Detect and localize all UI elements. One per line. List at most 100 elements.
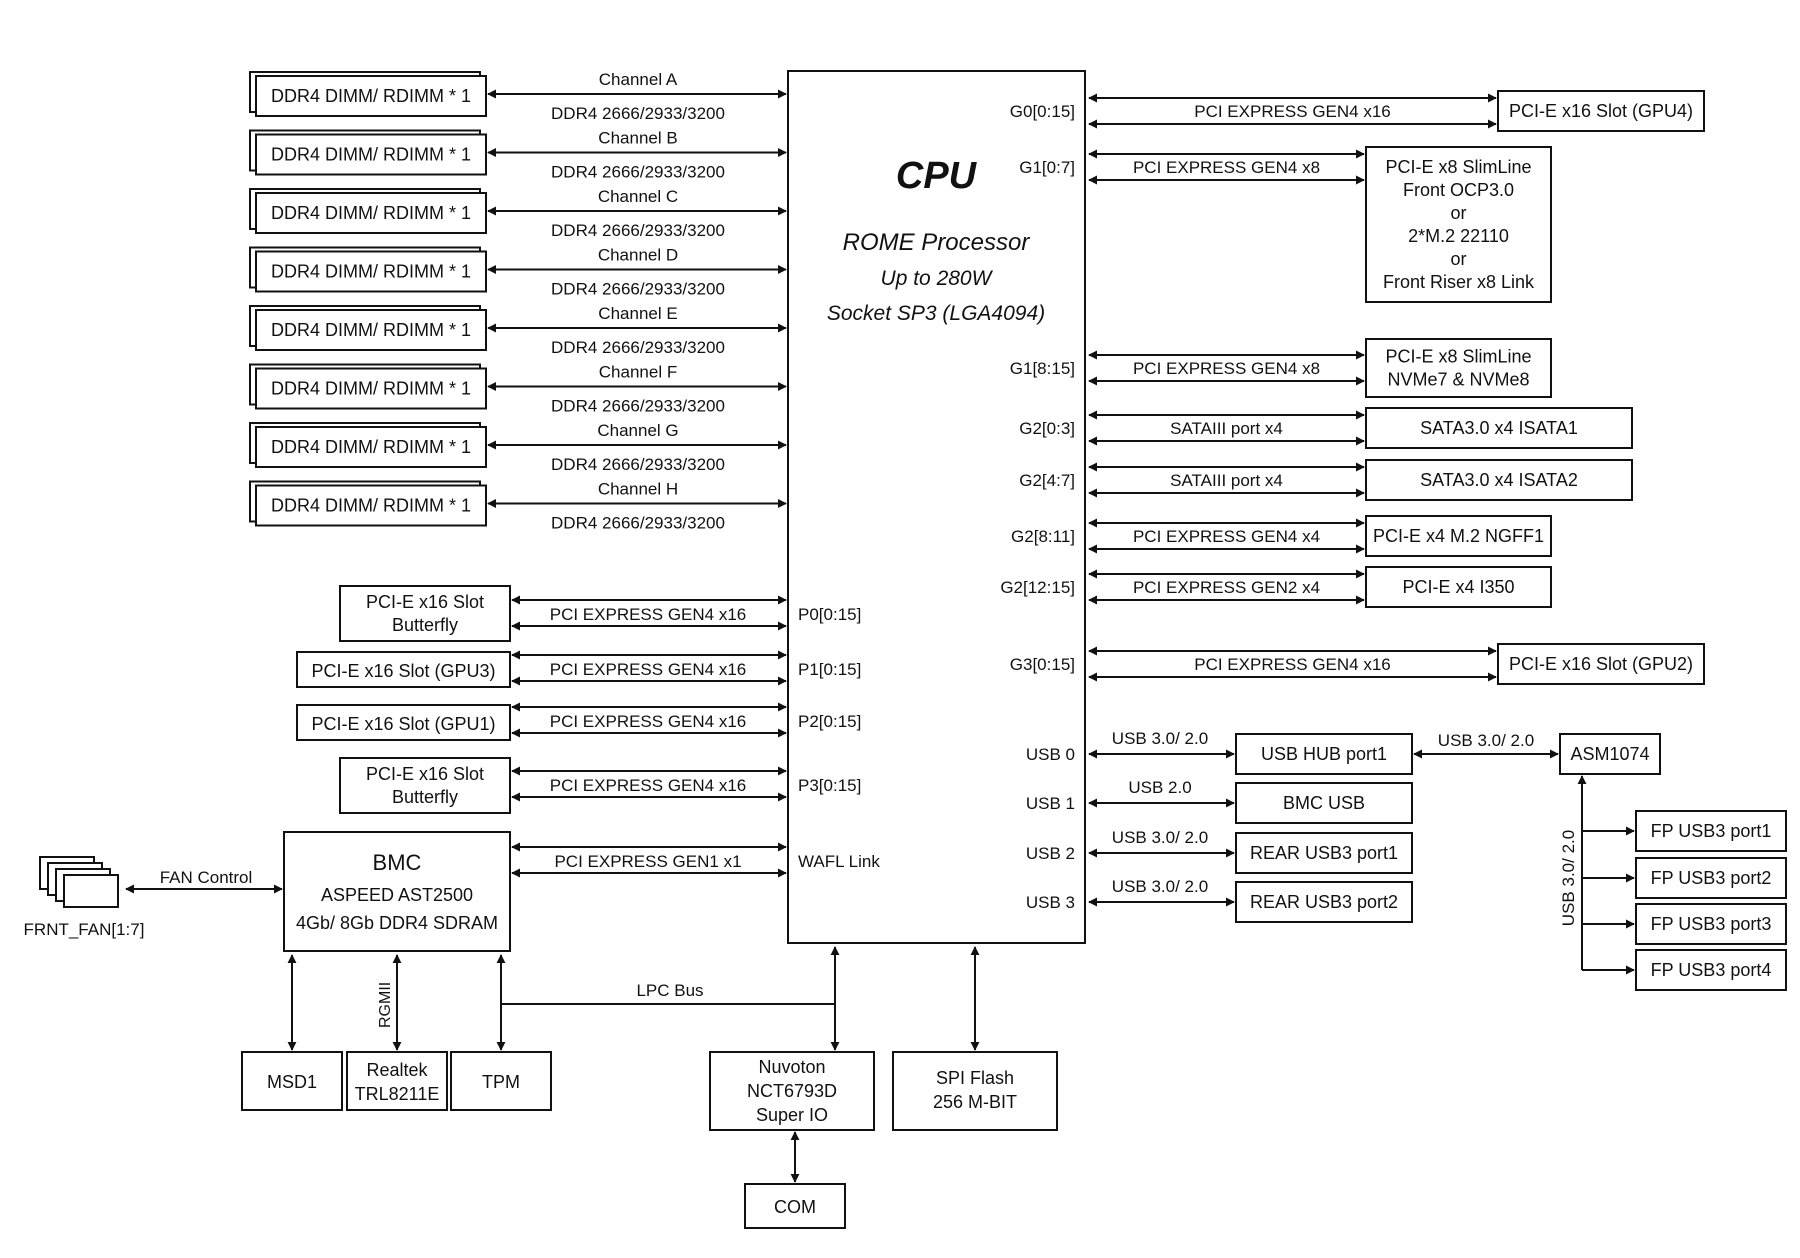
right-device-label: 2*M.2 22110: [1408, 226, 1509, 246]
right-port-label: G1[8:15]: [1010, 359, 1075, 378]
right-device-label: SATA3.0 x4 ISATA2: [1420, 470, 1578, 490]
right-device-label: PCI-E x16 Slot (GPU4): [1509, 101, 1693, 121]
bmc-memory: 4Gb/ 8Gb DDR4 SDRAM: [296, 913, 498, 933]
superio-line3: Super IO: [756, 1105, 828, 1125]
right-link-label: PCI EXPRESS GEN4 x4: [1133, 527, 1320, 546]
fp-usb-label: FP USB3 port1: [1651, 821, 1772, 841]
right-device-label: Front OCP3.0: [1403, 180, 1514, 200]
front-fan-label: FRNT_FAN[1:7]: [24, 920, 145, 939]
dimm-label: DDR4 DIMM/ RDIMM * 1: [271, 203, 471, 223]
lpc-bus-label: LPC Bus: [636, 981, 703, 1000]
fp-usb-box: [1635, 949, 1787, 991]
dimm-slot: [255, 367, 487, 410]
usb-port-label: USB 1: [1026, 794, 1075, 813]
fp-usb-box: [1635, 903, 1787, 945]
hub-vertical-label: USB 3.0/ 2.0: [1559, 830, 1578, 926]
left-pcie-slot-label: PCI-E x16 Slot (GPU1): [311, 714, 495, 734]
right-link-label: PCI EXPRESS GEN4 x8: [1133, 359, 1320, 378]
channel-label: Channel G: [597, 421, 678, 440]
left-pcie-slot: [296, 651, 511, 688]
right-device-box: [1365, 566, 1552, 608]
wafl-link: PCI EXPRESS GEN1 x1 WAFL Link: [511, 842, 880, 878]
usb-port-label: USB 3: [1026, 893, 1075, 912]
asm1074-box: [1559, 733, 1661, 775]
fp-usb-label: FP USB3 port3: [1651, 914, 1772, 934]
superio-line1: Nuvoton: [758, 1057, 825, 1077]
right-port-label: G2[4:7]: [1019, 471, 1075, 490]
usb-link-label: USB 2.0: [1128, 778, 1191, 797]
front-fan-group: FAN Control FRNT_FAN[1:7]: [24, 856, 283, 939]
left-pcie-link-label: PCI EXPRESS GEN4 x16: [550, 712, 747, 731]
channel-speed-label: DDR4 2666/2933/3200: [551, 514, 725, 533]
channel-speed-label: DDR4 2666/2933/3200: [551, 338, 725, 357]
right-link-label: PCI EXPRESS GEN2 x4: [1133, 578, 1320, 597]
right-device-label: or: [1450, 203, 1466, 223]
left-pcie-link-label: PCI EXPRESS GEN4 x16: [550, 605, 747, 624]
spi-line1: SPI Flash: [936, 1068, 1014, 1088]
right-device-label: or: [1450, 249, 1466, 269]
fp-usb-label: FP USB3 port4: [1651, 960, 1772, 980]
right-port-label: G1[0:7]: [1019, 158, 1075, 177]
right-link-label: PCI EXPRESS GEN4 x16: [1194, 655, 1391, 674]
bmc-block: BMC ASPEED AST2500 4Gb/ 8Gb DDR4 SDRAM: [283, 831, 511, 952]
bmc-title: BMC: [373, 850, 422, 875]
left-pcie-slot: [339, 585, 511, 642]
cpu-power: Up to 280W: [881, 267, 994, 290]
rgmii-label: RGMII: [377, 982, 394, 1028]
left-pcie-slot-label: Butterfly: [392, 615, 458, 635]
dimm-slot: [255, 309, 487, 351]
dimm-slot: [255, 75, 487, 117]
channel-label: Channel C: [598, 187, 678, 206]
channel-label: Channel H: [598, 480, 678, 499]
right-device-box: [1365, 146, 1552, 303]
cpu-block: CPU ROME Processor Up to 280W Socket SP3…: [787, 70, 1086, 944]
left-pcie-port-label: P1[0:15]: [798, 660, 861, 679]
dimm-slot: [255, 250, 487, 293]
usb-port-label: USB 2: [1026, 844, 1075, 863]
right-device-label: Front Riser x8 Link: [1383, 272, 1535, 292]
right-device-label: PCI-E x4 I350: [1402, 577, 1514, 597]
left-pcie-slot-label: PCI-E x16 Slot: [366, 764, 484, 784]
wafl-link-label: PCI EXPRESS GEN1 x1: [554, 852, 741, 871]
dimm-label: DDR4 DIMM/ RDIMM * 1: [271, 320, 471, 340]
usb-device-label: REAR USB3 port1: [1250, 843, 1398, 863]
dimm-label: DDR4 DIMM/ RDIMM * 1: [271, 262, 471, 282]
left-pcie-slot-label: PCI-E x16 Slot: [366, 592, 484, 612]
right-port-label: G2[8:11]: [1011, 527, 1075, 546]
usb-device-box: [1235, 782, 1413, 824]
right-port-label: G3[0:15]: [1010, 655, 1075, 674]
dimm-label: DDR4 DIMM/ RDIMM * 1: [271, 437, 471, 457]
fp-usb-box: [1635, 810, 1787, 852]
right-device-label: PCI-E x4 M.2 NGFF1: [1373, 526, 1544, 546]
left-pcie-port-label: P3[0:15]: [798, 776, 861, 795]
channel-label: Channel A: [599, 70, 678, 89]
channel-speed-label: DDR4 2666/2933/3200: [551, 104, 725, 123]
realtek-line1: Realtek: [366, 1060, 428, 1080]
right-device-box: [1365, 407, 1633, 449]
right-device-label: PCI-E x16 Slot (GPU2): [1509, 654, 1693, 674]
right-device-box: [1365, 338, 1552, 398]
realtek-line2: TRL8211E: [355, 1084, 440, 1104]
dimm-label: DDR4 DIMM/ RDIMM * 1: [271, 379, 471, 399]
channel-speed-label: DDR4 2666/2933/3200: [551, 221, 725, 240]
dimm-label: DDR4 DIMM/ RDIMM * 1: [271, 145, 471, 165]
usb-device-label: USB HUB port1: [1261, 744, 1387, 764]
dimm-slot: [255, 192, 487, 234]
tpm-label: TPM: [482, 1072, 520, 1092]
bottom-devices: MSD1 RGMII Realtek TRL8211E TPM LPC Bus …: [241, 946, 1058, 1229]
left-pcie-port-label: P2[0:15]: [798, 712, 861, 731]
right-link-label: SATAIII port x4: [1170, 419, 1283, 438]
channel-speed-label: DDR4 2666/2933/3200: [551, 163, 725, 182]
left-pcie-slot-label: PCI-E x16 Slot (GPU3): [311, 661, 495, 681]
usb-device-box: [1235, 832, 1413, 874]
right-device-label: PCI-E x8 SlimLine: [1385, 157, 1531, 177]
dimm-slot: [255, 133, 487, 176]
spi-line2: 256 M-BIT: [933, 1092, 1017, 1112]
channel-label: Channel E: [598, 304, 677, 323]
left-pcie-port-label: P0[0:15]: [798, 605, 861, 624]
right-device-label: PCI-E x8 SlimLine: [1385, 347, 1531, 367]
